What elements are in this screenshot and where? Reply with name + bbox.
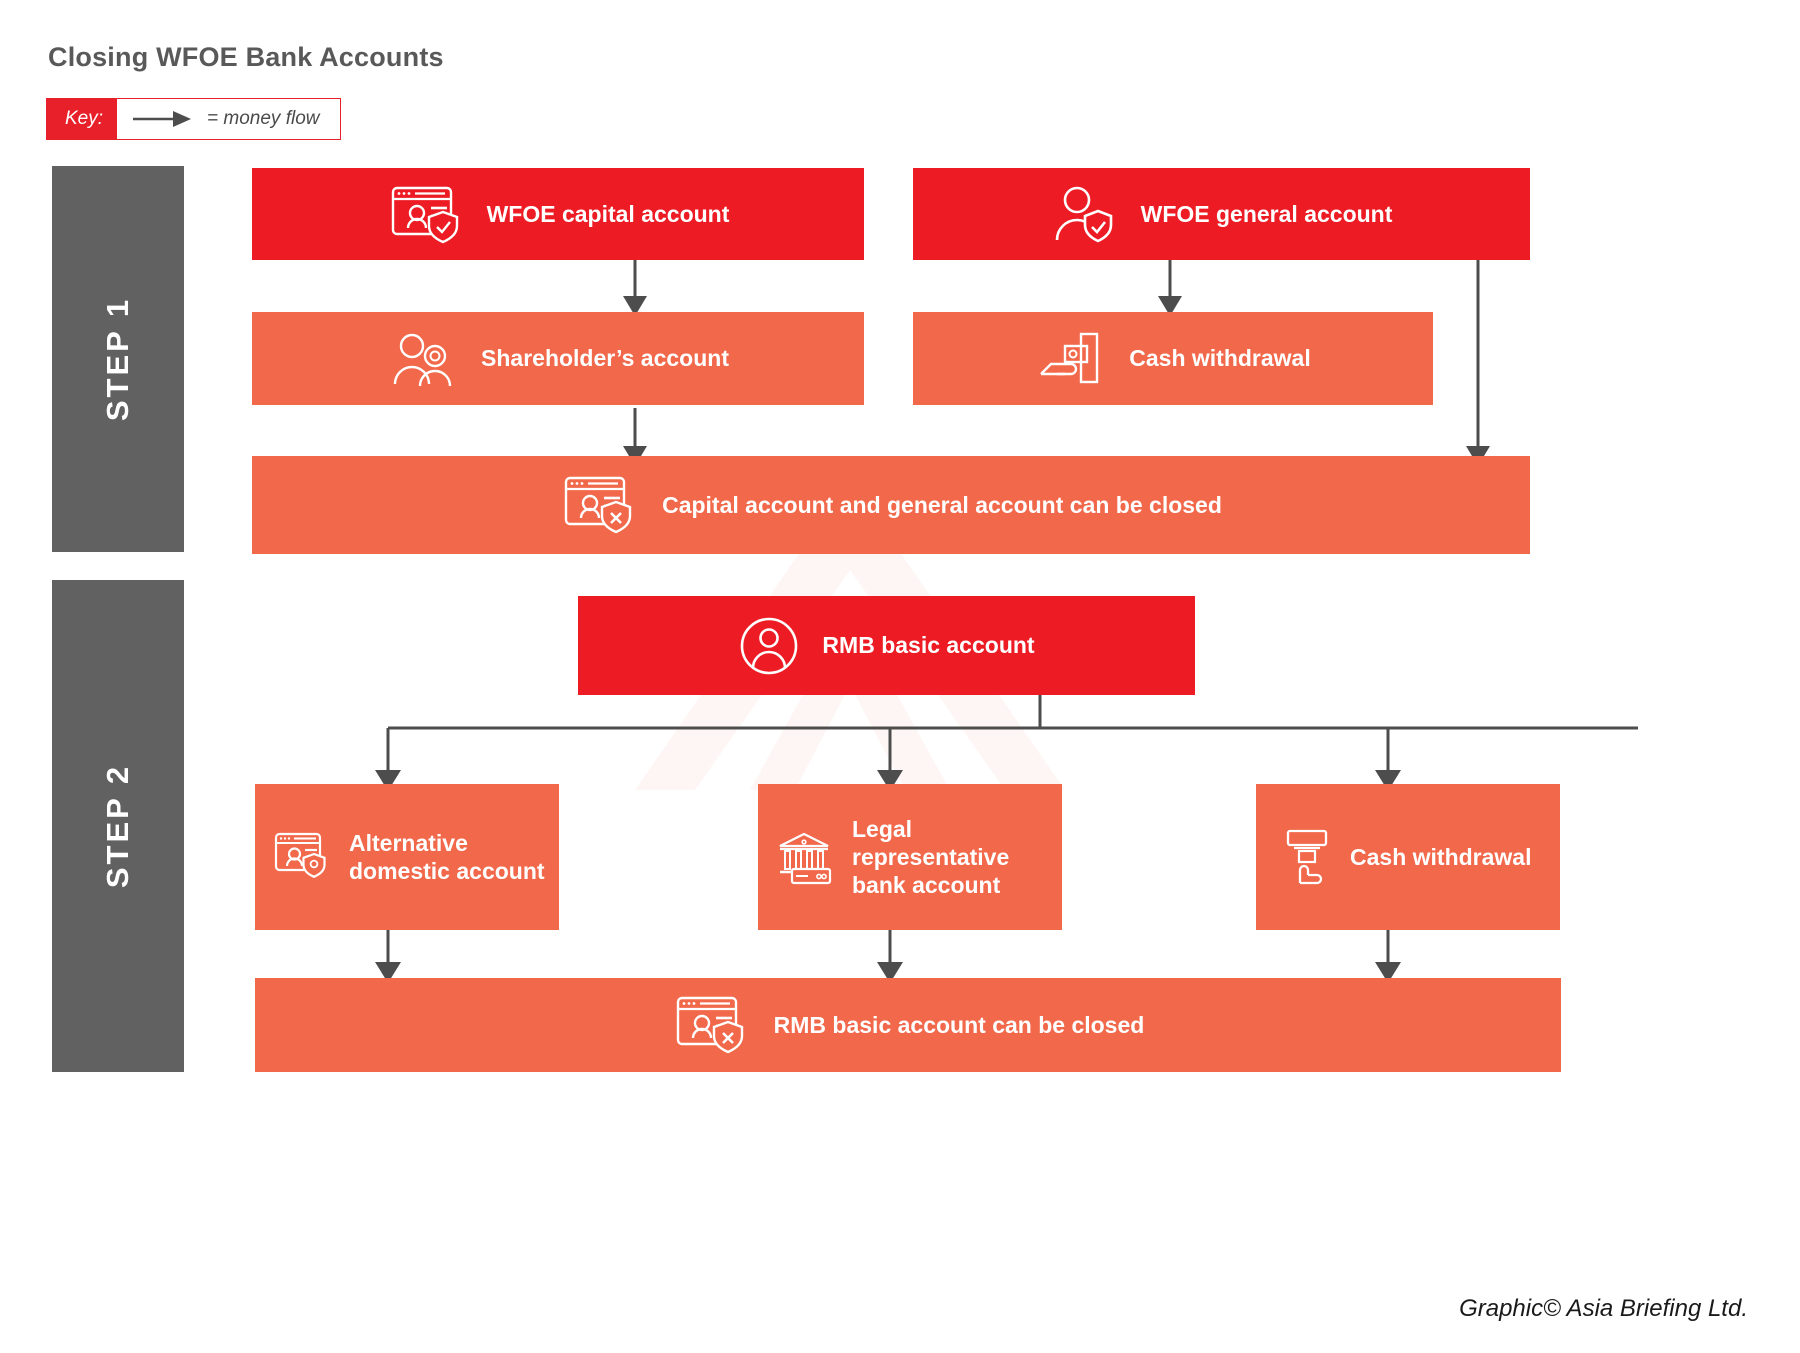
person-circle-icon	[738, 615, 800, 677]
box-rmb-basic-account[interactable]: RMB basic account	[578, 596, 1195, 695]
step-rail-label-step1: STEP 1	[99, 296, 135, 422]
atm-cash-hand-icon	[1035, 330, 1107, 388]
box-label: Cash withdrawal	[1129, 345, 1311, 372]
box-label: RMB basic account	[822, 632, 1035, 659]
box-label: RMB basic account can be closed	[773, 1011, 1145, 1038]
box-cash-withdrawal-step1[interactable]: Cash withdrawal	[913, 312, 1433, 405]
box-wfoe-general-account[interactable]: WFOE general account	[913, 168, 1530, 260]
box-label: Cash withdrawal	[1350, 843, 1532, 870]
browser-profile-shield-x-icon	[672, 994, 752, 1056]
box-label: WFOE capital account	[486, 200, 730, 227]
box-alternative-domestic-account[interactable]: Alternative domestic account	[255, 784, 559, 930]
page-title: Closing WFOE Bank Accounts	[48, 42, 444, 72]
box-label: Legal representative bank account	[852, 815, 1010, 899]
legend-key-label: Key:	[47, 99, 118, 139]
box-label: WFOE general account	[1140, 200, 1393, 227]
browser-profile-shield-x-icon	[560, 474, 640, 536]
browser-profile-shield-check-icon	[387, 184, 465, 244]
box-label: Alternative domestic account	[349, 829, 545, 884]
box-wfoe-capital-account[interactable]: WFOE capital account	[252, 168, 864, 260]
step-rail-label-step2: STEP 2	[99, 763, 135, 889]
step-rail-step2: STEP 2	[52, 580, 184, 1072]
legend-key: Key: = money flow	[46, 98, 341, 140]
box-cash-withdrawal-step2[interactable]: Cash withdrawal	[1256, 784, 1560, 930]
person-shield-check-icon	[1051, 183, 1119, 245]
atm-cash-hand-icon	[1278, 828, 1336, 886]
bank-building-card-icon	[776, 829, 838, 885]
box-shareholders-account[interactable]: Shareholder’s account	[252, 312, 864, 405]
arrow-right-icon	[117, 99, 207, 139]
graphic-credit: Graphic© Asia Briefing Ltd.	[1459, 1295, 1748, 1322]
box-label: Capital account and general account can …	[662, 491, 1222, 518]
box-rmb-basic-account-closed[interactable]: RMB basic account can be closed	[255, 978, 1561, 1072]
two-people-icon	[387, 328, 459, 390]
browser-profile-shield-icon	[273, 831, 335, 883]
step-rail-step1: STEP 1	[52, 166, 184, 552]
box-capital-general-closed[interactable]: Capital account and general account can …	[252, 456, 1530, 554]
box-legal-representative-bank-account[interactable]: Legal representative bank account	[758, 784, 1062, 930]
legend-key-text: = money flow	[207, 108, 320, 129]
box-label: Shareholder’s account	[481, 345, 729, 372]
